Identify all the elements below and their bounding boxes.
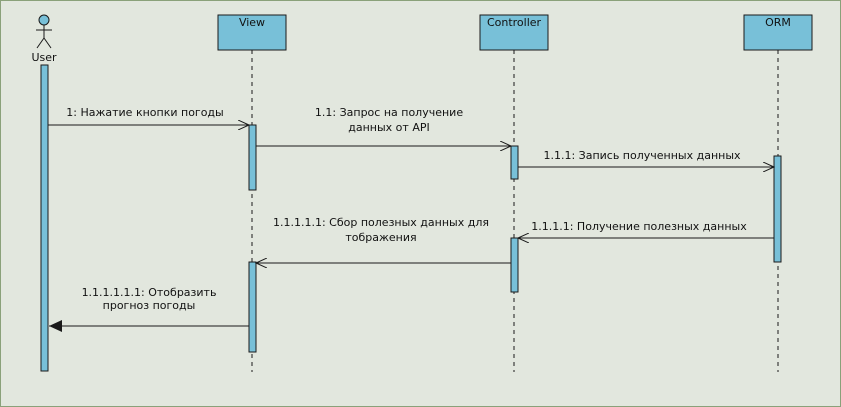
view-participant: View bbox=[217, 14, 287, 51]
orm-participant: ORM bbox=[743, 14, 813, 51]
controller-activation-bar-1 bbox=[510, 145, 519, 180]
controller-label: Controller bbox=[487, 16, 542, 29]
actor-right-leg bbox=[43, 37, 52, 49]
message-5-label-line1: 1.1.1.1.1: Сбор полезных данных для bbox=[273, 216, 489, 229]
actor-head bbox=[38, 14, 50, 26]
message-2-label-line1: 1.1: Запрос на получение bbox=[315, 106, 463, 119]
message-6-label-line2: прогноз погоды bbox=[103, 299, 196, 312]
message-6-arrowhead bbox=[49, 320, 62, 332]
controller-activation-bar-2 bbox=[510, 237, 519, 293]
view-activation-bar-1 bbox=[248, 124, 257, 191]
orm-label: ORM bbox=[765, 16, 791, 29]
view-activation-bar-2 bbox=[248, 261, 257, 353]
message-3-label: 1.1.1: Запись полученных данных bbox=[543, 149, 741, 162]
view-label: View bbox=[239, 16, 265, 29]
message-5-label-line2: тображения bbox=[345, 231, 416, 244]
user-activation-bar bbox=[40, 64, 49, 372]
user-actor: User bbox=[31, 14, 57, 64]
actor-left-leg bbox=[36, 37, 45, 49]
message-4-label: 1.1.1.1: Получение полезных данных bbox=[531, 220, 747, 233]
message-2-label-line2: данных от API bbox=[348, 121, 429, 134]
message-1-label: 1: Нажатие кнопки погоды bbox=[66, 106, 223, 119]
orm-activation-bar bbox=[773, 155, 782, 263]
controller-participant: Controller bbox=[479, 14, 549, 51]
message-6-label-line1: 1.1.1.1.1.1: Отобразить bbox=[82, 286, 217, 299]
user-label: User bbox=[31, 51, 57, 64]
